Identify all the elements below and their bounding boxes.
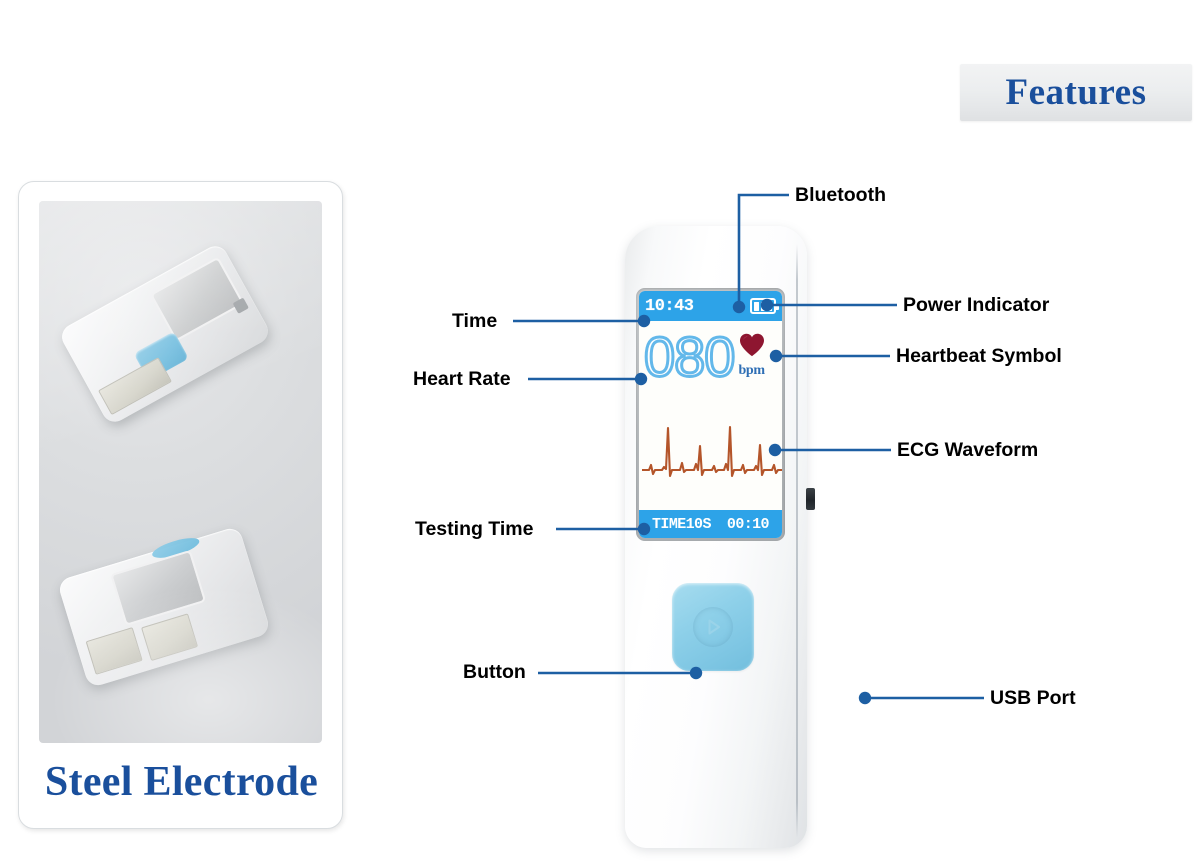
play-triangle-icon xyxy=(693,607,733,647)
device-screen-face xyxy=(110,549,206,626)
heart-rate-readout: 080 bpm xyxy=(642,325,777,388)
callout-ecg-waveform: ECG Waveform xyxy=(897,439,1039,461)
device-photo-bottom xyxy=(56,525,272,689)
ecg-waveform xyxy=(642,425,782,478)
heart-icon xyxy=(739,333,764,357)
screen-main-area: 080 bpm xyxy=(639,321,782,510)
callout-heart-rate: Heart Rate xyxy=(413,368,511,390)
callout-button: Button xyxy=(463,661,526,683)
battery-icon xyxy=(750,298,779,314)
device-edge-seam xyxy=(796,244,798,838)
callout-heartbeat-symbol: Heartbeat Symbol xyxy=(896,345,1062,367)
callout-usb-port: USB Port xyxy=(990,687,1076,709)
test-mode-label: TIME10S xyxy=(652,515,711,533)
anchor-dot-usb-port xyxy=(858,691,872,705)
testing-time-bar: TIME10S 00:10 xyxy=(639,510,782,538)
callout-time: Time xyxy=(452,310,498,332)
steel-electrode-face-left xyxy=(85,627,143,675)
heart-rate-side: bpm xyxy=(738,333,765,379)
status-time: 10:43 xyxy=(645,296,694,316)
steel-electrode-face-right xyxy=(140,613,199,662)
callout-power-indicator: Power Indicator xyxy=(903,294,1050,316)
steel-electrode-card: Steel Electrode xyxy=(18,181,343,829)
callout-bluetooth: Bluetooth xyxy=(795,184,886,206)
ecg-device: 10:43 080 bpm xyxy=(625,226,825,848)
bpm-label: bpm xyxy=(738,363,765,378)
steel-electrode-caption: Steel Electrode xyxy=(44,759,319,805)
screen-bezel: 10:43 080 bpm xyxy=(636,288,785,541)
power-indicator-icon xyxy=(806,488,815,510)
device-screen-face xyxy=(149,256,244,342)
heart-rate-value: 080 xyxy=(642,325,736,388)
lcd-screen: 10:43 080 bpm xyxy=(639,291,782,538)
device-power-button[interactable] xyxy=(672,583,754,671)
device-photo-top xyxy=(57,241,273,427)
features-banner: Features xyxy=(960,64,1192,121)
product-photo xyxy=(39,201,322,743)
callout-testing-time: Testing Time xyxy=(415,518,534,540)
features-title: Features xyxy=(1005,72,1147,113)
test-elapsed-label: 00:10 xyxy=(726,515,770,533)
status-bar: 10:43 xyxy=(639,291,782,321)
steel-electrode-face xyxy=(98,357,173,416)
